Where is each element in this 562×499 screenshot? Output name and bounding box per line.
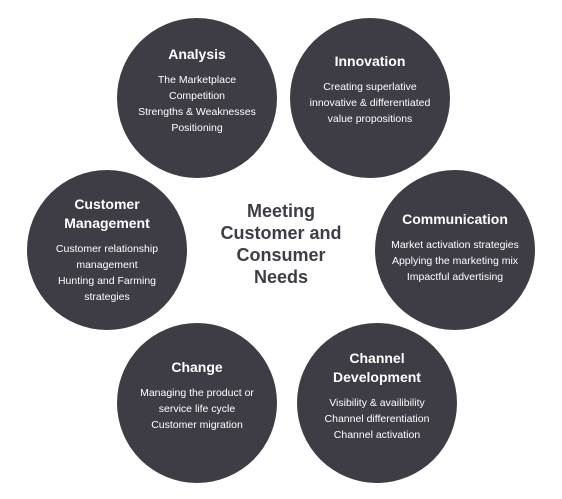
customer-management-title-line: Customer [74,196,140,212]
communication-item: Applying the marketing mix [391,255,519,267]
analysis-item: Positioning [171,122,223,134]
innovation-title: Innovation [334,53,406,69]
change-title: Change [171,359,223,375]
customer-management-item: strategies [84,291,130,303]
center-title-line: Needs [253,267,309,287]
change-circle: Change Managing the product or service l… [117,323,277,483]
communication-circle: Communication Market activation strategi… [375,170,535,330]
analysis-item: Competition [168,90,226,102]
change-item: Managing the product or [140,387,254,399]
innovation-item: value propositions [327,113,413,125]
customer-management-item: Hunting and Farming [57,275,157,287]
analysis-circle: Analysis The Marketplace Competition Str… [117,18,277,178]
center-title: Meeting Customer and Consumer Needs [200,200,362,288]
analysis-title: Analysis [168,46,226,62]
communication-item: Market activation strategies [391,239,519,251]
channel-development-title-line: Development [333,369,421,385]
channel-development-title: Channel Development [309,349,445,387]
channel-development-item: Channel differentiation [324,413,430,425]
channel-development-item: Visibility & availibility [329,397,425,409]
customer-management-title-line: Management [64,215,150,231]
innovation-item: innovative & differentiated [309,97,431,109]
customer-management-item: management [76,259,138,271]
center-title-line: Customer and [220,223,342,243]
communication-item: Impactful advertising [406,271,504,283]
innovation-item: Creating superlative [323,81,417,93]
communication-title: Communication [402,211,508,227]
center-title-line: Meeting [246,201,315,221]
channel-development-title-line: Channel [349,350,405,366]
customer-management-title: Customer Management [39,195,175,233]
center-title-line: Consumer [236,245,326,265]
analysis-item: Strengths & Weaknesses [138,106,256,118]
channel-development-item: Channel activation [333,429,421,441]
customer-management-item: Customer relationship [55,243,159,255]
customer-management-circle: Customer Management Customer relationshi… [27,170,187,330]
change-item: Customer migration [151,419,243,431]
analysis-item: The Marketplace [157,74,237,86]
innovation-circle: Innovation Creating superlative innovati… [290,18,450,178]
channel-development-circle: Channel Development Visibility & availib… [297,323,457,483]
change-item: service life cycle [158,403,236,415]
